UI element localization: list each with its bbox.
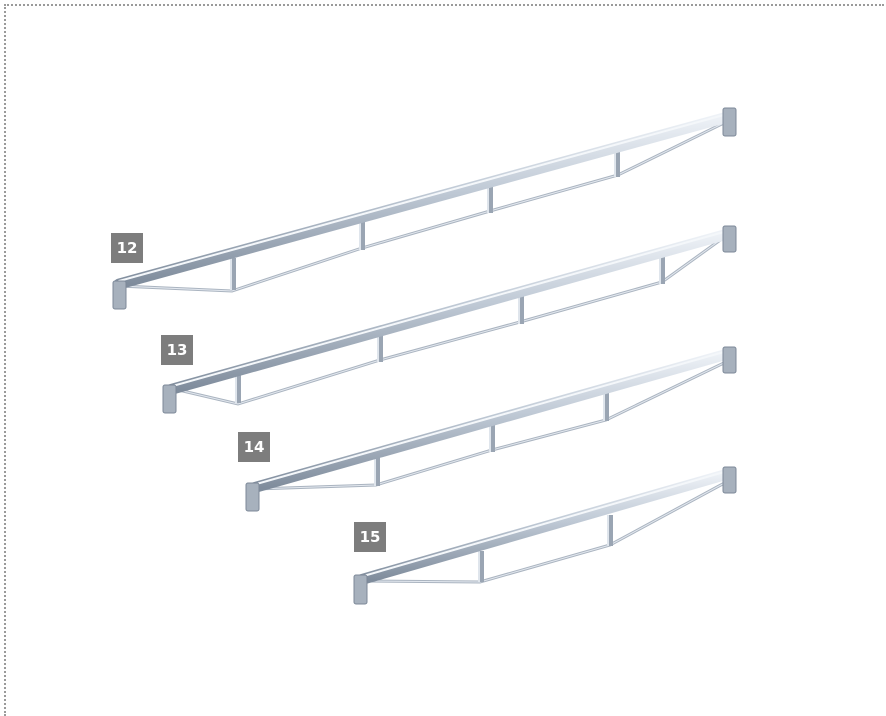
beam-label-15: 15 [354,522,386,552]
beam-14 [245,346,737,512]
beam-13 [162,225,737,414]
beam-15 [353,466,737,605]
beam-label-14: 14 [238,432,270,462]
beam-label-12: 12 [111,233,143,263]
beam-label-13: 13 [161,335,193,365]
beam-12 [112,107,737,310]
dotted-frame [4,4,884,716]
